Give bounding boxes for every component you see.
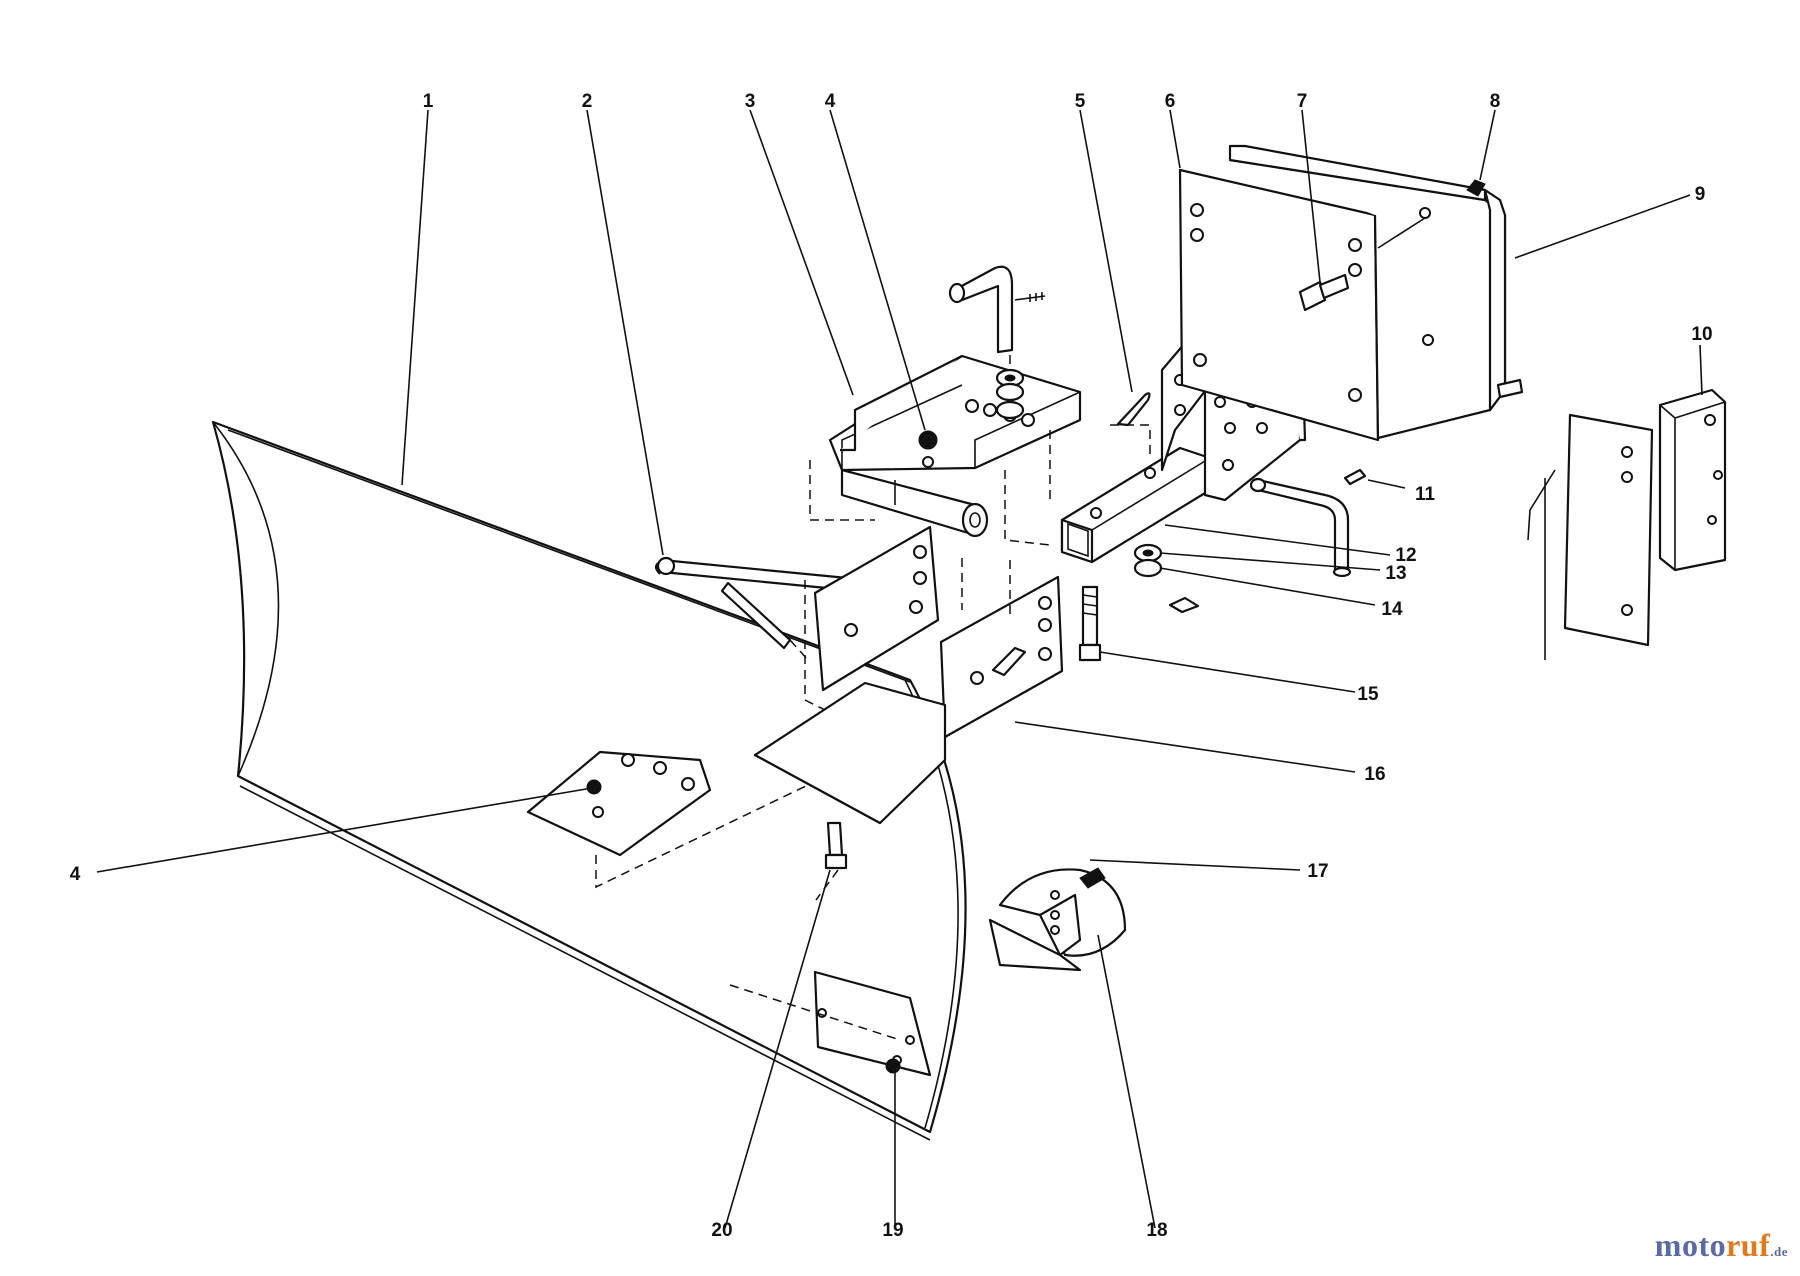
callout-labels: 1 2 3 4 5 6 7 8 9 10 11 12 13 14 15 16 4… bbox=[70, 91, 1713, 1241]
callout-6: 6 bbox=[1165, 91, 1176, 112]
right-side-plate bbox=[939, 575, 1064, 739]
callout-4-left: 4 bbox=[70, 864, 81, 885]
callout-19: 19 bbox=[882, 1220, 903, 1241]
spacer-plate bbox=[1527, 413, 1654, 660]
bolt-8 bbox=[1466, 179, 1524, 399]
left-side-plate bbox=[813, 525, 940, 692]
mounting-plate-part bbox=[1178, 168, 1380, 442]
bolt-15 bbox=[1078, 585, 1102, 662]
upper-l-pin bbox=[948, 265, 1046, 354]
pivot-cylinder bbox=[840, 468, 989, 538]
callout-13: 13 bbox=[1385, 563, 1406, 584]
callout-4-top: 4 bbox=[825, 91, 836, 112]
washers-13-14 bbox=[1133, 543, 1200, 614]
callout-16: 16 bbox=[1364, 764, 1385, 785]
watermark-part1: moto bbox=[1654, 1227, 1727, 1263]
base-plate bbox=[753, 681, 947, 825]
callout-15: 15 bbox=[1357, 684, 1379, 705]
skid-shoe-part bbox=[988, 867, 1127, 972]
callout-12: 12 bbox=[1395, 545, 1416, 566]
callout-10: 10 bbox=[1691, 324, 1712, 345]
leader-lines bbox=[96, 109, 1703, 1229]
bolt-20 bbox=[824, 821, 848, 870]
hitch-tube-part bbox=[1060, 446, 1212, 564]
callout-1: 1 bbox=[423, 91, 434, 112]
motoruf-watermark: motoruf.de bbox=[1655, 1227, 1788, 1264]
callout-9: 9 bbox=[1695, 184, 1706, 205]
blade-left-bracket bbox=[526, 750, 712, 857]
callout-2: 2 bbox=[582, 91, 593, 112]
callout-11: 11 bbox=[1415, 484, 1436, 505]
callout-17: 17 bbox=[1307, 861, 1328, 882]
bolt-7 bbox=[1298, 273, 1350, 312]
lower-l-pin bbox=[1249, 468, 1367, 578]
bracket-10-part bbox=[1658, 388, 1727, 572]
callout-14: 14 bbox=[1381, 599, 1403, 620]
watermark-part2: ruf bbox=[1726, 1227, 1771, 1263]
callout-7: 7 bbox=[1297, 91, 1308, 112]
channel-bracket-part bbox=[828, 354, 1082, 472]
callout-20: 20 bbox=[711, 1220, 732, 1241]
callout-3: 3 bbox=[745, 91, 756, 112]
watermark-tld: .de bbox=[1770, 1244, 1788, 1259]
callout-8: 8 bbox=[1490, 91, 1501, 112]
callout-5: 5 bbox=[1075, 91, 1086, 112]
callout-18: 18 bbox=[1146, 1220, 1167, 1241]
